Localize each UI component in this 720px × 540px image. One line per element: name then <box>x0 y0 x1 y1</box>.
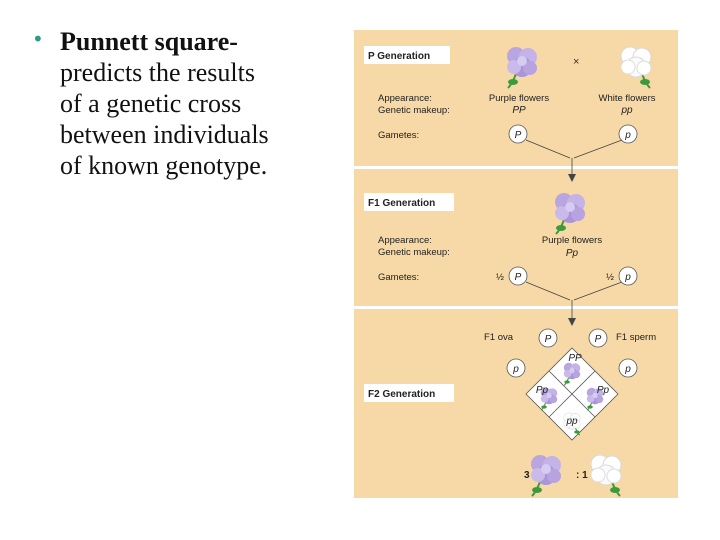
f1-gametes-label: Gametes: <box>378 272 419 283</box>
f1-gamete-left: P <box>515 272 522 283</box>
p-gamete-left: P <box>515 130 522 141</box>
f2-cell-top: PP <box>568 353 582 364</box>
bullet-line-2: of a genetic cross <box>60 89 242 118</box>
f1-genetic-makeup-label: Genetic makeup: <box>378 247 450 258</box>
f2-ova-label: F1 ova <box>484 332 514 343</box>
p-gamete-left-circle <box>508 124 528 144</box>
ratio-white-flower-icon <box>590 454 622 497</box>
purple-flower-icon <box>506 46 538 89</box>
f1-fraction-left: ½ <box>496 272 504 283</box>
f1-gamete-right: p <box>624 272 631 283</box>
ratio-left: 3 <box>524 470 530 481</box>
f1-appearance: Purple flowers <box>542 235 602 246</box>
p-left-appearance: Purple flowers <box>489 93 549 104</box>
p-left-genotype: PP <box>512 105 526 116</box>
p-down-arrowhead <box>568 174 576 182</box>
p-gamete-right: p <box>624 130 631 141</box>
f2-cell-bottom: pp <box>565 416 578 427</box>
f2-sperm-label: F1 sperm <box>616 332 656 343</box>
f2-generation-label-box <box>364 384 454 402</box>
bullet-icon: • <box>32 27 44 51</box>
f1-down-arrowhead <box>568 318 576 326</box>
p-right-appearance: White flowers <box>598 93 655 104</box>
p-gametes-label: Gametes: <box>378 130 419 141</box>
f1-appearance-label: Appearance: <box>378 235 432 246</box>
bullet-line-3: between individuals <box>60 120 269 149</box>
f2-cell-right: Pp <box>597 385 610 396</box>
ratio-purple-flower-icon <box>530 454 562 497</box>
p-genetic-makeup-label: Genetic makeup: <box>378 105 450 116</box>
f1-gamete-left-circle <box>508 266 528 286</box>
ratio-right: : 1 <box>576 470 588 481</box>
f2-ova-P-circle <box>538 328 558 348</box>
bullet-term: Punnett square- <box>60 27 238 56</box>
f2-sperm-p-circle <box>618 358 638 378</box>
f1-fraction-right: ½ <box>606 272 614 283</box>
punnett-divider-2 <box>548 370 596 418</box>
f2-generation-label: F2 Generation <box>368 389 435 400</box>
f1-genotype: Pp <box>566 248 579 259</box>
p-right-genotype: pp <box>620 105 633 116</box>
f2-cell-left: Pp <box>536 385 549 396</box>
f2-ova-p: p <box>512 364 519 375</box>
p-appearance-label: Appearance: <box>378 93 432 104</box>
f1-gamete-right-circle <box>618 266 638 286</box>
f2-ova-p-circle <box>506 358 526 378</box>
p-generation-label-box <box>364 46 450 64</box>
p-generation-label: P Generation <box>368 51 430 62</box>
cross-symbol: × <box>573 56 579 68</box>
f1-generation-label-box <box>364 193 454 211</box>
p-left-arrow-line <box>525 139 571 159</box>
bullet-text: Punnett square- predicts the results of … <box>60 26 340 181</box>
f2-ova-P: P <box>545 334 552 345</box>
f2-sperm-P: P <box>595 334 602 345</box>
f1-right-arrow-line <box>573 281 623 301</box>
f2-sperm-P-circle <box>588 328 608 348</box>
f1-generation-label: F1 Generation <box>368 198 435 209</box>
punnett-square-figure: P Generation × Appearance: Genetic makeu… <box>354 30 678 498</box>
p-right-arrow-line <box>573 139 623 159</box>
p-gamete-right-circle <box>618 124 638 144</box>
punnett-diagram: P Generation × Appearance: Genetic makeu… <box>354 46 678 497</box>
f1-purple-flower-icon <box>554 192 586 235</box>
f1-left-arrow-line <box>525 281 571 301</box>
bullet-line-4: of known genotype. <box>60 151 268 180</box>
bullet-line-1: predicts the results <box>60 58 255 87</box>
f2-sperm-p: p <box>624 364 631 375</box>
white-flower-icon <box>620 46 652 89</box>
